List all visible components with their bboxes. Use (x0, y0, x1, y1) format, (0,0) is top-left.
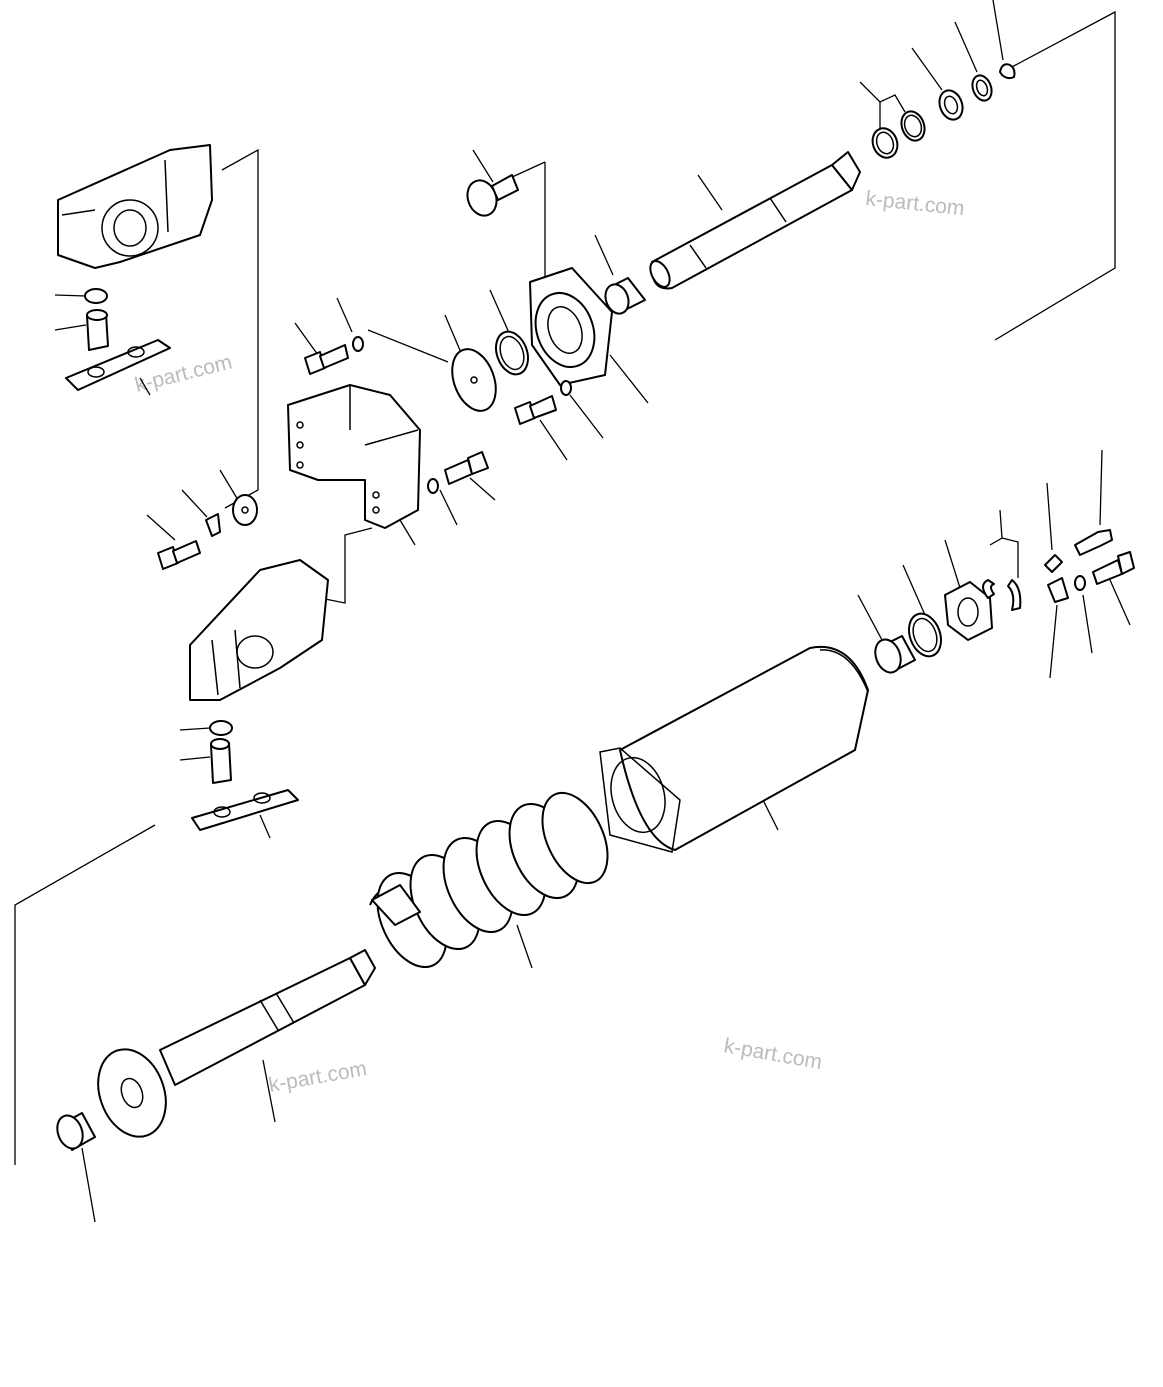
plate-icon (451, 348, 497, 412)
valve-icon (1044, 554, 1069, 603)
plate-icon (191, 789, 299, 831)
spring-rod-icon (97, 949, 376, 1138)
o-ring-icon (908, 612, 942, 658)
cylinder-head-icon (529, 267, 613, 386)
idler-assembly-icon (189, 559, 329, 701)
lock-washer-icon (205, 513, 221, 537)
nipple-icon (466, 174, 519, 217)
snap-ring-icon (999, 63, 1016, 80)
washer-icon (560, 380, 572, 396)
yoke-bracket-icon (287, 384, 421, 529)
cap-icon (209, 720, 233, 736)
bushing-icon (56, 1112, 96, 1151)
pin-icon (86, 309, 109, 351)
bolt-icon (157, 540, 201, 570)
piston-rod-icon (649, 151, 861, 290)
pin-icon (210, 738, 232, 784)
bolt-icon (304, 344, 349, 375)
bolt-icon (514, 395, 557, 425)
recoil-spring-icon (369, 791, 609, 969)
watermark: k-part.com (864, 187, 965, 220)
watermark: k-part.com (722, 1034, 824, 1074)
bolt-icon (444, 451, 489, 485)
washer-icon (427, 478, 439, 494)
snap-ring-icon (495, 330, 529, 376)
seal-ring-icon (938, 89, 964, 121)
o-ring-icon (900, 110, 926, 142)
leader-lines (54, 0, 1131, 1223)
cap-icon (84, 288, 108, 304)
nut-icon (944, 581, 993, 641)
cylinder-body-icon (599, 645, 869, 853)
watermark: k-part.com (267, 1057, 369, 1097)
washer-icon (352, 336, 364, 352)
bolt-icon (1092, 551, 1135, 585)
washer-icon (971, 74, 993, 102)
nipple-icon (1074, 529, 1113, 556)
spacer-icon (232, 494, 258, 526)
washer-icon (1074, 575, 1086, 591)
backup-ring-icon (871, 127, 899, 159)
idler-assembly-icon (57, 144, 213, 269)
bushing-icon (874, 635, 916, 674)
bushing-icon (604, 277, 646, 315)
snap-ring-icon (982, 579, 1022, 611)
plate-icon (65, 339, 171, 391)
